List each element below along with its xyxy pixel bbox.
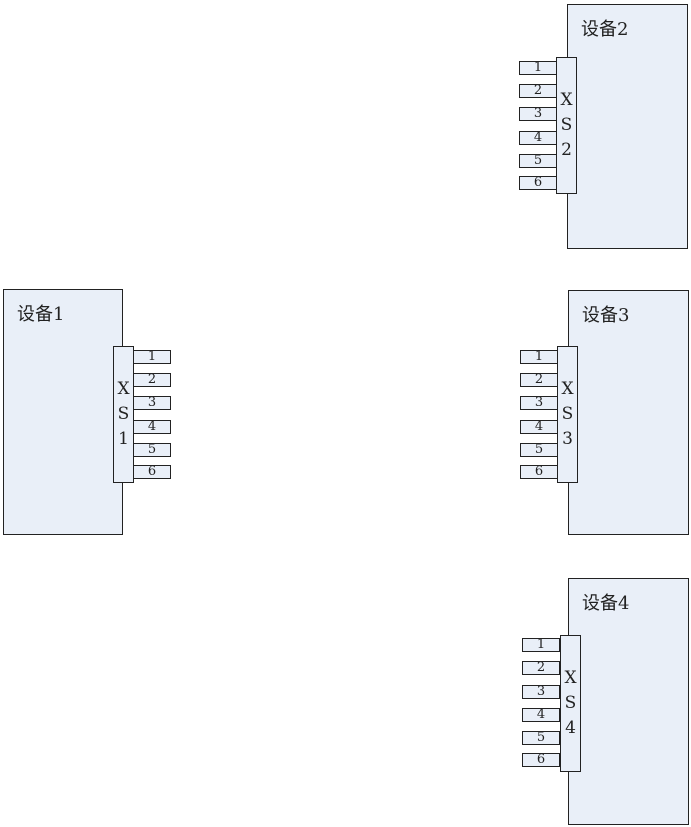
xs1-pin-3: 3 (133, 396, 171, 410)
connector-xs1-char-s: S (117, 404, 130, 424)
xs1-pin-1: 1 (133, 350, 171, 364)
connector-xs1-char-num: 1 (118, 429, 129, 449)
xs3-pin-5: 5 (520, 443, 558, 457)
connector-xs3-char-s: S (561, 404, 574, 424)
xs1-pin-4: 4 (133, 420, 171, 434)
connector-xs2: X S 2 (556, 57, 577, 194)
xs1-pin-2: 2 (133, 373, 171, 387)
device-4-box: 设备4 (568, 578, 689, 825)
device-3-box: 设备3 (568, 290, 689, 535)
xs1-pin-5: 5 (133, 443, 171, 457)
xs3-pin-6: 6 (520, 465, 558, 479)
xs4-pin-2: 2 (522, 661, 560, 675)
device-4-label: 设备4 (582, 593, 630, 614)
connector-xs2-char-s: S (560, 115, 573, 135)
connector-xs3-char-num: 3 (562, 429, 573, 449)
connector-xs1: X S 1 (113, 346, 134, 483)
connector-xs3: X S 3 (557, 346, 578, 483)
device-1-box: 设备1 (3, 289, 123, 535)
connector-xs2-char-num: 2 (561, 140, 572, 160)
xs2-pin-5: 5 (519, 154, 557, 168)
xs4-pin-1: 1 (522, 638, 560, 652)
connector-xs2-char-x: X (560, 90, 573, 110)
connector-xs3-char-x: X (561, 379, 574, 399)
connector-xs4: X S 4 (560, 635, 581, 772)
device-2-label: 设备2 (581, 19, 629, 40)
xs3-pin-1: 1 (520, 350, 558, 364)
xs2-pin-2: 2 (519, 84, 557, 98)
connector-xs4-char-x: X (564, 668, 577, 688)
connector-xs1-char-x: X (117, 379, 130, 399)
connector-xs4-char-num: 4 (565, 718, 576, 738)
xs2-pin-3: 3 (519, 107, 557, 121)
device-2-box: 设备2 (567, 4, 688, 249)
xs3-pin-2: 2 (520, 373, 558, 387)
device-3-label: 设备3 (582, 305, 630, 326)
xs3-pin-4: 4 (520, 420, 558, 434)
xs2-pin-6: 6 (519, 176, 557, 190)
xs4-pin-4: 4 (522, 708, 560, 722)
xs3-pin-3: 3 (520, 396, 558, 410)
xs4-pin-6: 6 (522, 753, 560, 767)
xs4-pin-3: 3 (522, 685, 560, 699)
xs1-pin-6: 6 (133, 465, 171, 479)
xs2-pin-1: 1 (519, 61, 557, 75)
device-1-label: 设备1 (17, 304, 65, 325)
xs4-pin-5: 5 (522, 731, 560, 745)
connector-xs4-char-s: S (564, 693, 577, 713)
xs2-pin-4: 4 (519, 131, 557, 145)
